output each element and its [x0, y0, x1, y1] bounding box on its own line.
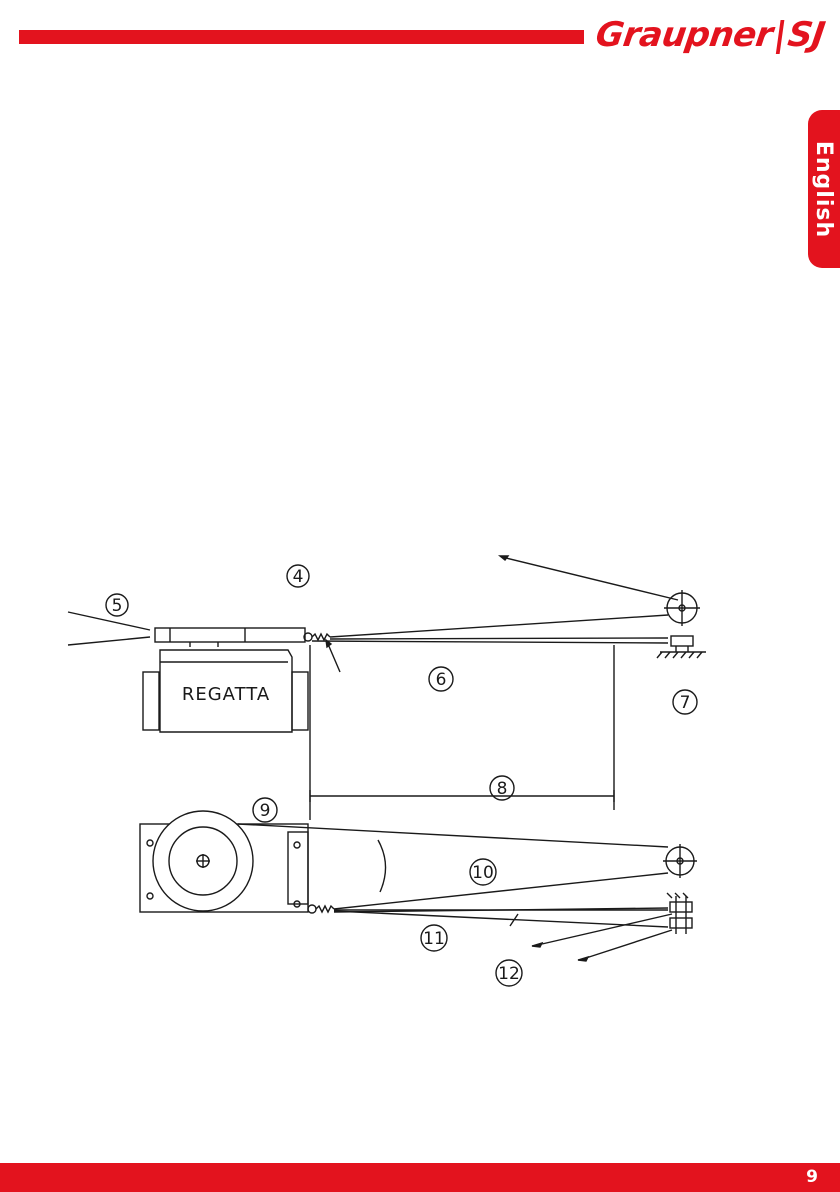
page-number: 9 — [806, 1163, 818, 1192]
callout-6-text: 6 — [436, 670, 447, 690]
callout-10-text: 10 — [472, 863, 494, 883]
brand-logo: Graupner|SJ — [593, 14, 827, 56]
callout-9-text: 9 — [260, 801, 271, 821]
callout-7: 7 — [673, 690, 697, 714]
language-tab-label: English — [812, 140, 837, 237]
callout-8: 8 — [490, 776, 514, 800]
footer-bar: 9 — [0, 1163, 840, 1192]
callout-4: 4 — [287, 565, 309, 587]
winch-servo-top-view — [140, 811, 697, 961]
brand-name: Graupner — [593, 15, 775, 55]
callout-9: 9 — [253, 798, 277, 822]
winch-servo-side-view: REGATTA — [68, 556, 706, 820]
callout-7-text: 7 — [680, 693, 691, 713]
callout-10: 10 — [470, 859, 496, 885]
winch-diagram-drawing: REGATTA — [0, 520, 760, 1010]
callout-4-text: 4 — [293, 567, 304, 587]
callout-12-text: 12 — [498, 964, 520, 984]
callout-6: 6 — [429, 667, 453, 691]
winch-diagram: REGATTA — [0, 520, 760, 1010]
callout-12: 12 — [496, 960, 522, 986]
servo-label: REGATTA — [182, 684, 270, 705]
language-tab: English — [808, 110, 840, 268]
header-bar — [19, 30, 584, 44]
callout-5: 5 — [106, 594, 128, 616]
callout-8-text: 8 — [497, 779, 508, 799]
callout-5-text: 5 — [112, 596, 123, 616]
callout-11-text: 11 — [423, 929, 445, 949]
callout-11: 11 — [421, 925, 447, 951]
brand-suffix: SJ — [785, 15, 827, 55]
